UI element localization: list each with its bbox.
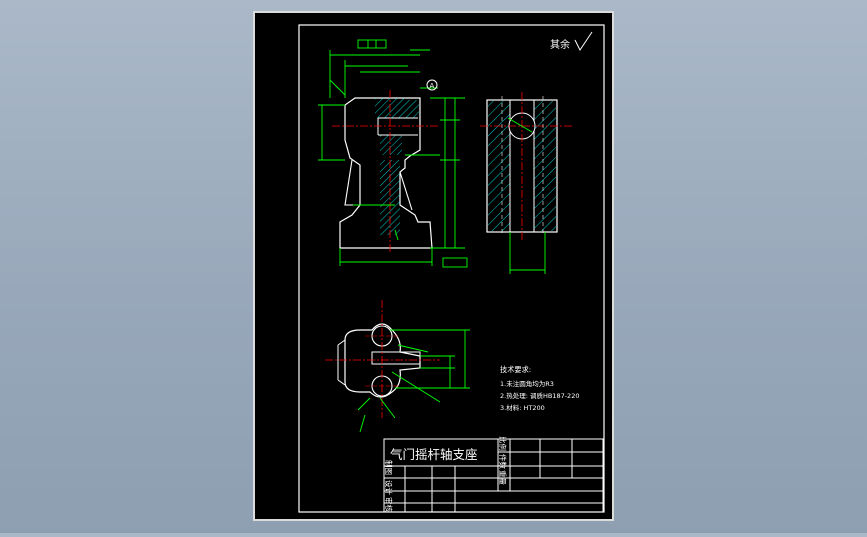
surface-finish-note: 其余 [550,31,593,51]
front-section-view [332,90,440,252]
tech-req-item: 1.未注圆角均为R3 [500,379,554,388]
title-block [383,438,604,513]
quantity-label: 件数 [498,454,508,469]
tech-req-item: 3.材料: HT200 [500,403,545,412]
datum-symbol [426,79,438,91]
svg-text:其余: 其余 [550,38,570,51]
drawing-sheet [253,11,614,521]
technical-requirements: 技术要求: 1.未注圆角均为R3 2.热处理: 调质HB187-220 3.材料… [500,365,579,412]
side-view [480,92,572,240]
drawn-by-label: 制图 [384,460,394,475]
scale-label: 比例 [498,436,508,451]
weight-label: 重量 [498,470,507,485]
tech-req-heading: 技术要求: [500,365,531,374]
tech-req-item: 2.热处理: 调质HB187-220 [500,391,579,400]
part-name: 气门摇杆轴支座 [390,447,478,462]
designed-label: 设计 [384,480,394,495]
datum-label: A [430,82,435,90]
side-view-dimensions [507,117,546,274]
front-view-dimensions [318,39,468,268]
top-view-dimensions [357,329,470,433]
reviewed-label: 审核 [384,497,394,512]
